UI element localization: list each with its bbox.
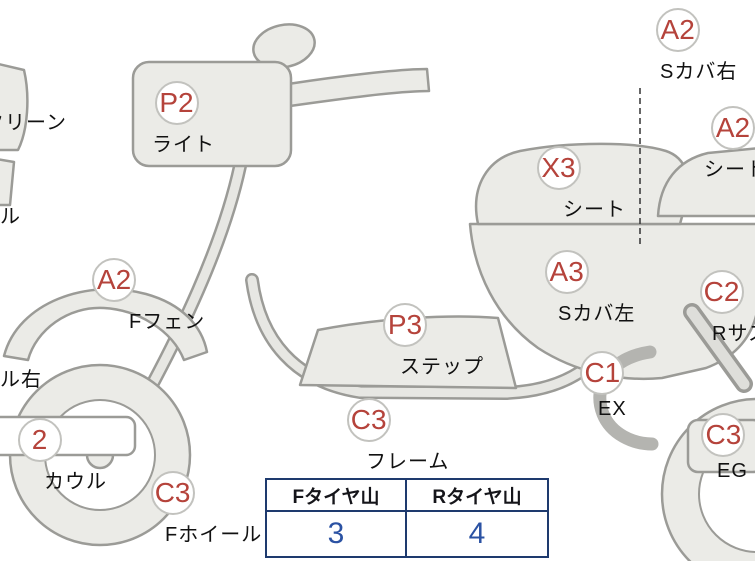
callout-seat-cowl: A2 シートカ [678,106,755,182]
damage-code: C3 [350,404,387,435]
windscreen-fragment [0,63,29,152]
damage-label: Fフェン [129,311,206,333]
callout-headlight: P2 ライト [138,81,215,157]
rear-cowl-shape [656,147,755,218]
damage-code-badge: C1 [580,351,625,395]
damage-code: A2 [715,112,751,143]
partial-label-screen: クリーン [0,112,67,134]
damage-label: Rサス [712,323,755,345]
damage-label: シートカ [704,159,755,181]
damage-code: C3 [705,419,742,450]
damage-code: A2 [660,14,695,45]
damage-code-badge: A2 [711,106,755,150]
damage-code-badge: C3 [150,471,195,515]
damage-label: EX [598,398,627,420]
damage-label: シート [563,199,626,221]
rear-tire-header: Rタイヤ山 [407,480,547,512]
muffler-shape [593,345,659,451]
damage-code-badge: A2 [655,8,700,52]
damage-label: カウル [44,471,107,493]
damage-code-badge: A2 [92,258,137,302]
damage-code-badge: C3 [346,398,391,442]
callout-frame: C3 フレーム [288,398,449,474]
damage-code: A2 [96,264,132,295]
callout-scover-left: A3 Sカバ左 [498,250,635,326]
damage-code: X3 [541,152,576,183]
damage-code-badge: X3 [536,146,581,190]
damage-code: C3 [154,477,191,508]
damage-code-badge: P2 [154,81,199,125]
callout-scover-right: A2 Sカバ右 [618,8,737,84]
callout-seat: X3 シート [491,146,626,222]
damage-code: C2 [703,276,740,307]
damage-label: Sカバ右 [660,61,738,83]
front-tire-header: Fタイヤ山 [267,480,407,512]
damage-label: Fホイール [165,524,263,546]
rear-tire-value: 4 [468,517,486,550]
handlebar-shape [286,67,431,108]
callout-front-fender: A2 Fフェン [23,258,205,334]
damage-code-badge: P3 [383,303,427,347]
damage-code: A3 [549,256,584,287]
callout-cowl: 2 カウル [0,418,107,494]
damage-label: ライト [152,134,215,156]
partial-label-cowl-upper: ル [0,206,21,228]
callout-step: P3 ステップ [326,303,484,379]
damage-code-badge: C2 [699,270,744,314]
tire-tread-table: Fタイヤ山 Rタイヤ山 3 4 [265,478,549,558]
front-tire-value: 3 [267,512,407,556]
damage-code-badge: 2 [17,418,62,462]
cowl-fragment [0,158,16,207]
callout-rear-suspension: C2 Rサス [674,270,755,346]
callout-front-wheel: C3 Fホイール [83,471,262,547]
damage-label: フレーム [366,451,450,473]
callout-exhaust: C1 EX [578,351,627,421]
damage-code-badge: C3 [701,413,746,457]
damage-label: EG [717,460,748,482]
damage-code: 2 [31,424,48,455]
partial-label-cowl-right: ル右 [0,369,42,391]
callout-engine: C3 EG [699,413,748,483]
damage-code: P3 [387,309,423,340]
damage-label: ステップ [400,356,484,378]
damage-code-badge: A3 [544,250,589,294]
damage-label: Sカバ左 [558,303,636,325]
front-fender-shape [2,287,209,362]
damage-code: C1 [584,357,621,388]
damage-code: P2 [159,87,194,118]
